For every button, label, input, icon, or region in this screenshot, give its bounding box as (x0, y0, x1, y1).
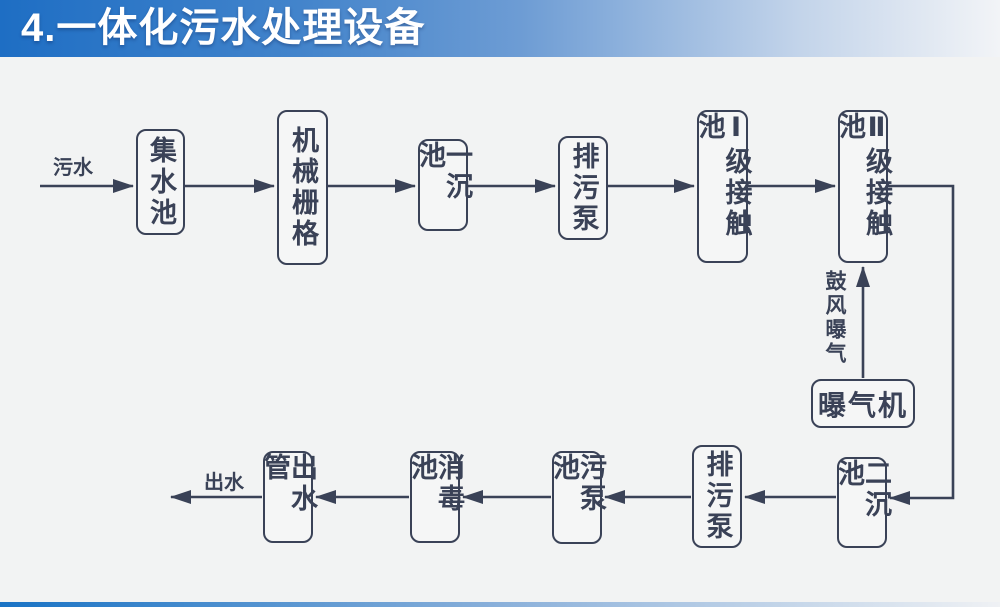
node-mechanical-screen: 机械栅格 (277, 110, 328, 265)
aeration-flow-label: 鼓风曝气 (823, 270, 846, 366)
page-title: 4.一体化污水处理设备 (21, 6, 426, 50)
header-bar: 4.一体化污水处理设备 (0, 0, 1000, 57)
node-level2-contact-tank: Ⅱ级接触池 (835, 110, 892, 263)
node-primary-sedimentation-tank: 一沉池 (415, 139, 472, 231)
node-sewage-pump-tank: 污泵池 (549, 451, 606, 544)
node-sewage-pump-1: 排污泵 (558, 136, 608, 240)
node-level1-contact-tank: Ⅰ级接触池 (695, 110, 752, 263)
node-disinfection-tank: 消毒池 (407, 451, 464, 543)
node-aerator: 曝气机 (811, 379, 915, 428)
node-collecting-tank: 集水池 (136, 129, 185, 235)
node-outlet-pipe: 出水管 (260, 451, 317, 543)
outflow-label: 出水 (204, 472, 244, 494)
arrow-level2-to-secondary (888, 184, 955, 505)
inflow-label: 污水 (53, 157, 93, 179)
footer-accent-bar (0, 602, 1000, 607)
node-sewage-pump-2: 排污泵 (692, 445, 742, 548)
node-secondary-sedimentation-tank: 二沉池 (834, 457, 891, 548)
